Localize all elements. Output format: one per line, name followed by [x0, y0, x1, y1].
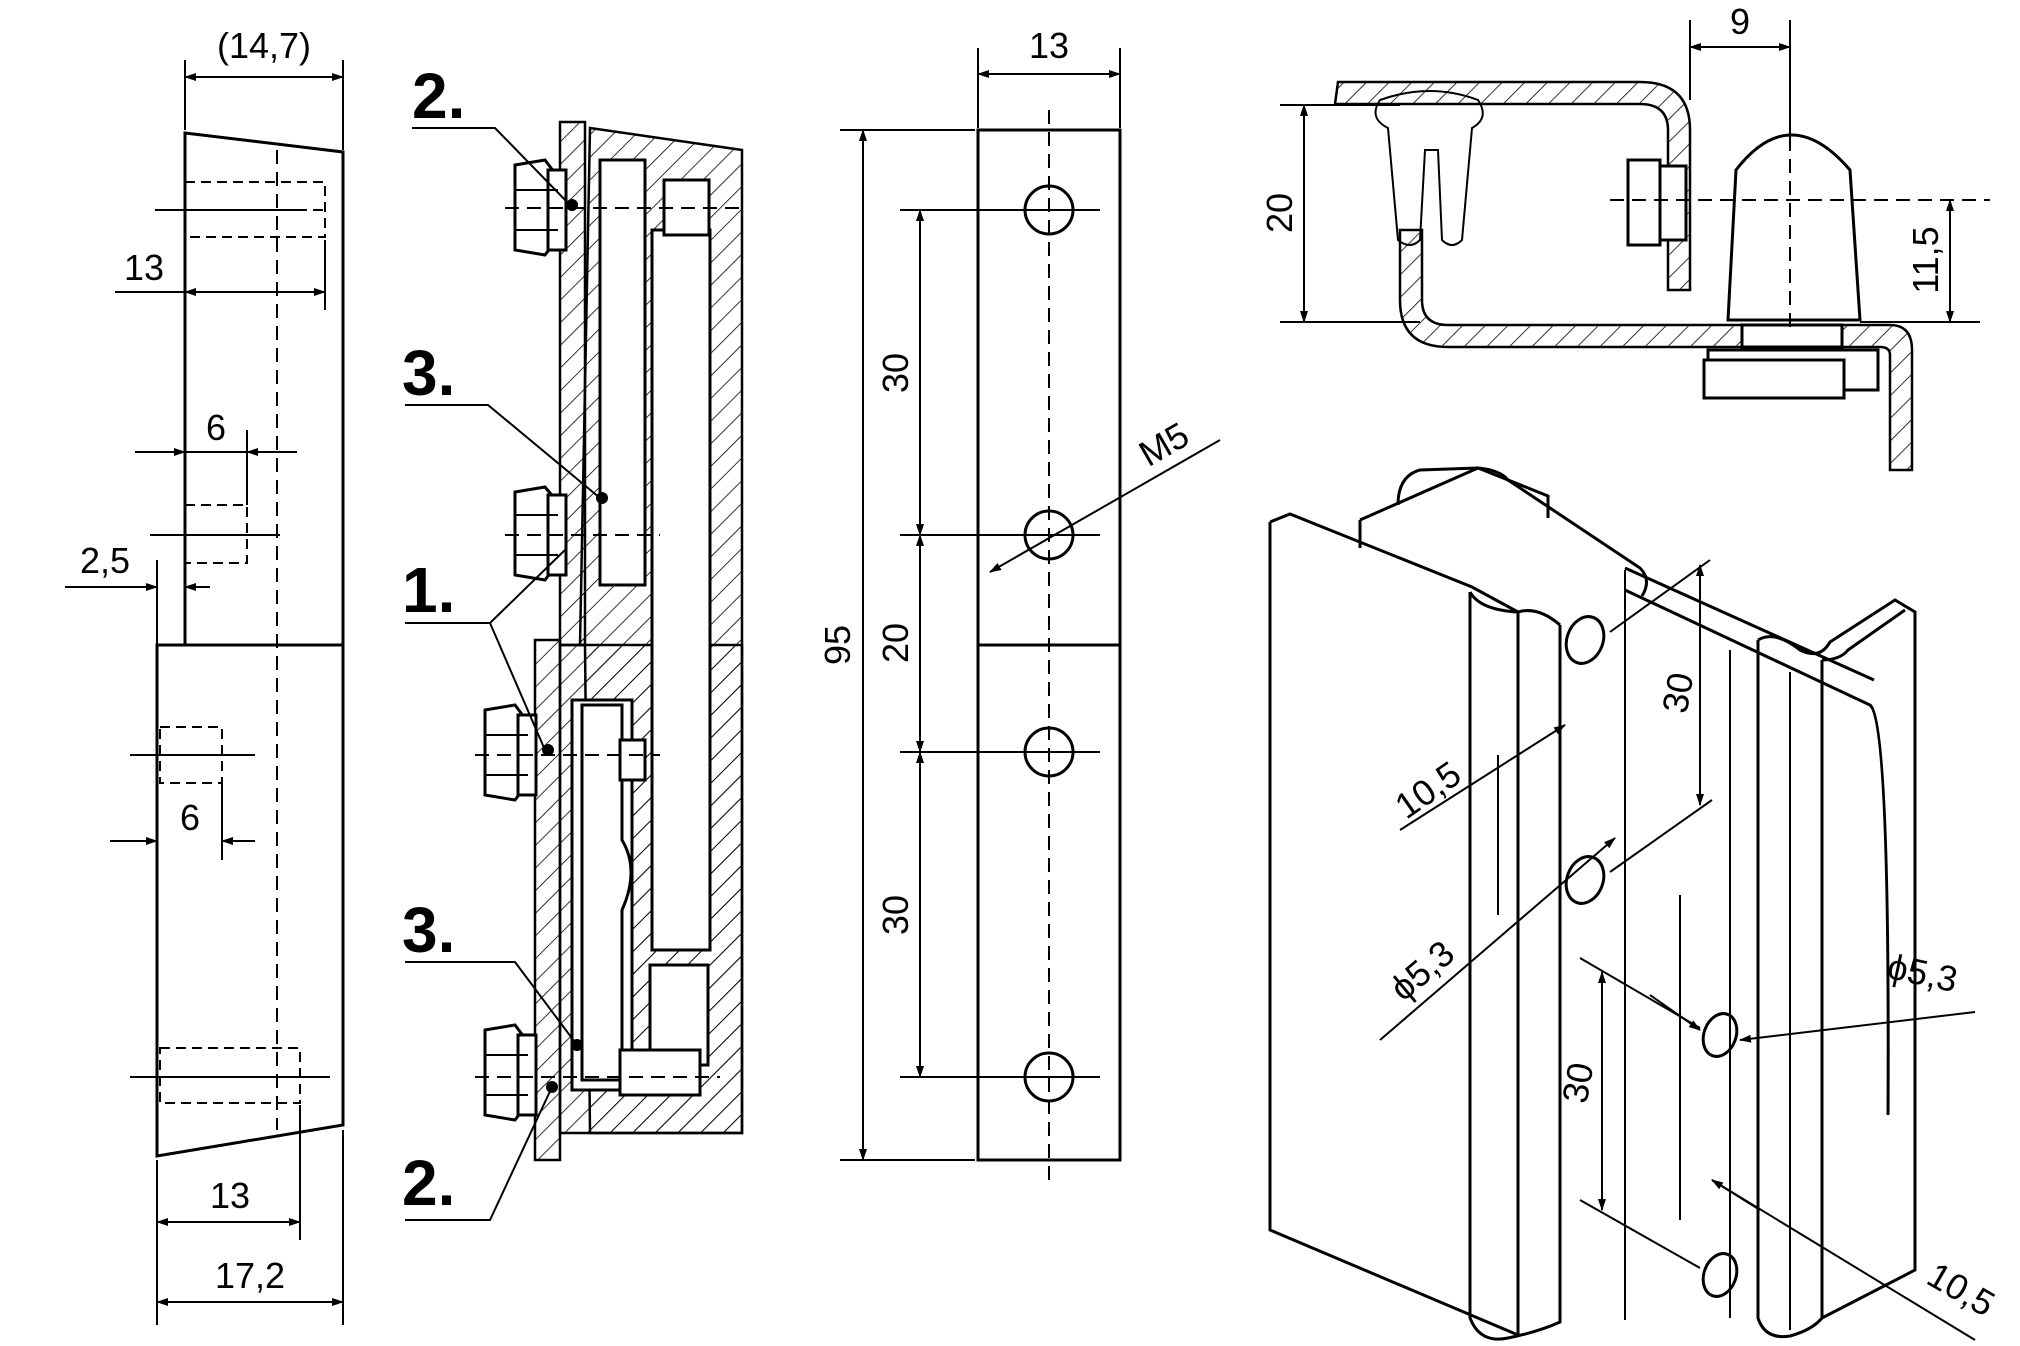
- profile-isometric-view: 30 10,5 ϕ5,3 ϕ5,3 30 10,5: [1268, 466, 2002, 1341]
- front-dim-30-lower: 30: [875, 895, 916, 935]
- profile-dim-dia-upper: ϕ5,3: [1382, 932, 1462, 1009]
- hole-2: [1000, 509, 1100, 561]
- profile-dim-30-upper: 30: [1654, 670, 1701, 717]
- callout-3-lower: 3.: [402, 894, 455, 966]
- side-view: (14,7) 13 6 2,5 6 13 17,2: [65, 25, 345, 1325]
- front-dim-13: 13: [1029, 25, 1069, 66]
- top-dim-9: 9: [1730, 1, 1750, 42]
- dim-17-2: 17,2: [215, 1255, 285, 1296]
- section-view: 2. 3. 1. 3. 2.: [402, 60, 744, 1221]
- dim-14-7: (14,7): [217, 25, 311, 66]
- front-view: 13 95 30 20 30 M5: [817, 25, 1221, 1180]
- callout-3-upper: 3.: [402, 337, 455, 409]
- bolt-bottom: [483, 1023, 538, 1122]
- callout-2-top: 2.: [412, 60, 465, 132]
- profile-dim-dia-lower: ϕ5,3: [1884, 945, 1961, 1000]
- dim-13-lower: 13: [210, 1175, 250, 1216]
- dim-6-upper: 6: [206, 407, 226, 448]
- front-dim-30-upper: 30: [875, 353, 916, 393]
- top-dim-20: 20: [1259, 193, 1300, 233]
- hole-1: [1000, 184, 1100, 236]
- bolt-second: [513, 485, 568, 582]
- callout-2-bottom: 2.: [402, 1147, 455, 1219]
- front-dim-95: 95: [817, 625, 858, 665]
- dim-13-upper: 13: [124, 247, 164, 288]
- front-dim-m5: M5: [1132, 414, 1196, 475]
- bolt-third: [483, 703, 538, 802]
- profile-dim-30-lower: 30: [1554, 1060, 1601, 1107]
- top-dim-11-5: 11,5: [1905, 226, 1946, 293]
- front-dim-20: 20: [875, 623, 916, 663]
- hole-3: [1000, 726, 1100, 778]
- dim-2-5: 2,5: [80, 540, 130, 581]
- callout-1: 1.: [402, 554, 455, 626]
- top-detail-view: 9 20 11,5: [1259, 1, 1990, 472]
- hole-4: [1000, 1051, 1100, 1103]
- profile-dim-10-5-upper: 10,5: [1387, 753, 1468, 827]
- dim-6-lower: 6: [180, 797, 200, 838]
